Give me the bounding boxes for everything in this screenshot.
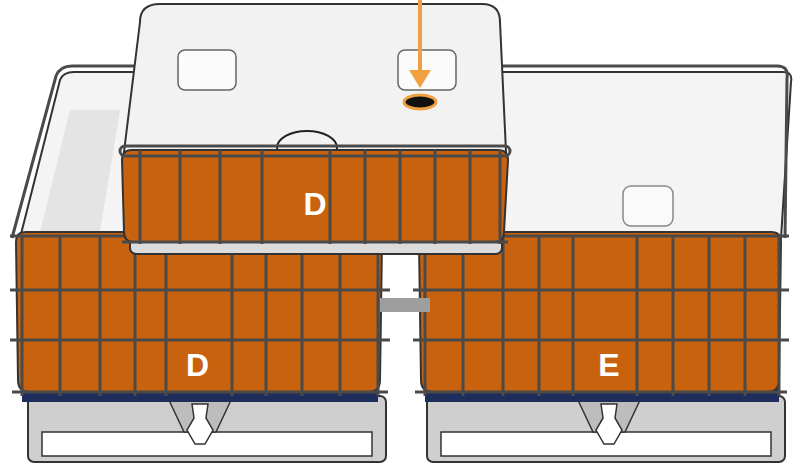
cage-bar <box>219 150 222 244</box>
cage-bar <box>502 236 505 396</box>
cage-bar <box>462 236 465 396</box>
fill-hole <box>404 95 436 109</box>
cage-bar <box>329 150 332 244</box>
cage-rail <box>413 289 789 292</box>
cage-bar <box>399 150 402 244</box>
cage-rail <box>10 289 390 292</box>
cage-bar <box>364 150 367 244</box>
cage-bar <box>21 236 24 396</box>
cage-bar <box>231 236 234 396</box>
tank-body <box>419 232 781 392</box>
lid-handle <box>398 50 456 90</box>
cage-bar <box>134 236 137 396</box>
tote-top <box>120 0 510 254</box>
cage-bar <box>179 150 182 244</box>
tote-tank: D <box>15 265 380 465</box>
cage-bar <box>499 150 502 244</box>
tank-letter: E <box>598 349 619 381</box>
cage-bar <box>744 236 747 396</box>
cage-rail <box>413 339 789 342</box>
tank-inner-handle <box>623 186 673 226</box>
tank-body <box>16 232 382 392</box>
cage-bar <box>469 150 472 244</box>
drain-valve <box>187 404 213 444</box>
connecting-pipe <box>380 298 430 312</box>
cage-bar <box>434 150 437 244</box>
cage-bar <box>572 236 575 396</box>
pointer-arrowhead <box>409 70 431 88</box>
lid-handle <box>178 50 236 90</box>
tote-tank: E <box>430 265 788 465</box>
cage-rail <box>12 391 388 394</box>
cage-bar <box>301 236 304 396</box>
cage-bar <box>139 150 142 244</box>
cage-bar <box>636 236 639 396</box>
cage-bar <box>672 236 675 396</box>
cage-bar <box>339 236 342 396</box>
drain-valve <box>596 404 622 444</box>
tank-letter: D <box>186 349 209 381</box>
tank-letter: D <box>303 188 326 220</box>
pallet <box>427 396 785 462</box>
cage-bar <box>778 236 781 396</box>
cage-bar <box>424 236 427 396</box>
pallet <box>28 396 386 462</box>
cage-bar <box>538 236 541 396</box>
tote-tank: D <box>130 158 500 250</box>
cage-bar <box>265 236 268 396</box>
cage-bar <box>99 236 102 396</box>
cage-rail <box>415 391 787 394</box>
cage-bar <box>377 236 380 396</box>
cage-bar <box>708 236 711 396</box>
top-tote-lid <box>124 4 506 152</box>
cage-bar <box>59 236 62 396</box>
cage-rail <box>10 339 390 342</box>
cage-bar <box>261 150 264 244</box>
tank-inner-shadow <box>40 110 120 232</box>
cage-bar <box>165 236 168 396</box>
cage <box>120 146 510 244</box>
pointer-arrow <box>418 0 422 74</box>
